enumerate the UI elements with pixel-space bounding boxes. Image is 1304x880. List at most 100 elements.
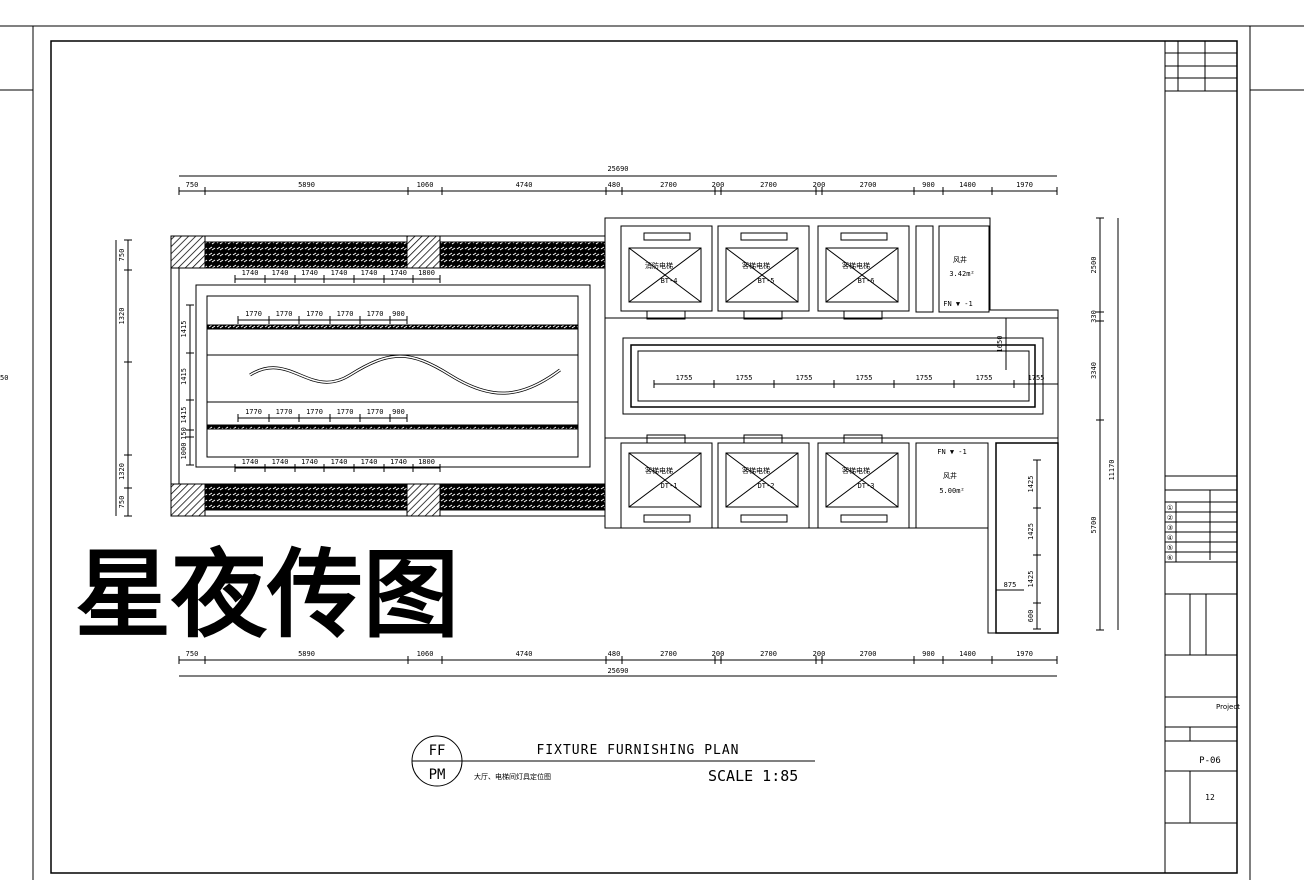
bottom-dimension-label: 2700	[660, 650, 677, 658]
top-dimension-label: 200	[813, 181, 826, 189]
top-dimension-label: 1970	[1016, 181, 1033, 189]
hall-inner-bottom-dimension-label: 1770	[306, 408, 323, 416]
elevator-code: DT-1	[661, 482, 678, 490]
bottom-dimension-label: 480	[608, 650, 621, 658]
hall-inner-top-dimension-label: 900	[392, 310, 405, 318]
hall-inner-top-dimension-label: 1770	[337, 310, 354, 318]
sheet-frame	[0, 25, 1304, 880]
elevator-name: 客梯电梯	[742, 466, 770, 475]
hall-bottom-dimension-label: 1740	[331, 458, 348, 466]
elevator-code: DT-2	[758, 482, 775, 490]
hall-inner-top-dimension-label: 1770	[306, 310, 323, 318]
corridor-dimension-label: 1755	[796, 374, 813, 382]
wing-horizontal-label: 875	[1004, 581, 1017, 589]
top-dimension-label: 2700	[760, 181, 777, 189]
title-chinese: 大厅、电梯间灯具定位图	[474, 772, 551, 781]
hall-top-dimension-label: 1740	[390, 269, 407, 277]
hall-bottom-dimension-label: 1800	[418, 458, 435, 466]
bottom-dimension-label: 750	[186, 650, 199, 658]
revision-marker: ①	[1167, 504, 1173, 512]
top-dimension-label: 2700	[660, 181, 677, 189]
scale-label: SCALE 1:85	[708, 767, 798, 785]
hall-inner-top-dimension-label: 1770	[245, 310, 262, 318]
hall-bottom-dimension-label: 1740	[301, 458, 318, 466]
hall-vertical-dimension-label: 1415	[180, 368, 188, 385]
bottom-dimension-label: 200	[712, 650, 725, 658]
corridor-vertical-label: 1650	[996, 336, 1004, 353]
hall-bottom-dimension-label: 1740	[242, 458, 259, 466]
drawing-number: P-06	[1199, 756, 1221, 766]
hall-bottom-dimension-label: 1740	[361, 458, 378, 466]
top-dimension-label: 2700	[860, 181, 877, 189]
shaft-area: 3.42m²	[949, 270, 974, 278]
hall-vertical-dimension-label: 1415	[180, 321, 188, 338]
elevator-lobby-plan	[604, 217, 1059, 634]
hall-top-dimension-label: 1740	[301, 269, 318, 277]
right-dimension-label: 2500	[1090, 257, 1098, 274]
elevator-name: 客梯电梯	[842, 261, 870, 270]
bottom-dimension-label: 4740	[516, 650, 533, 658]
top-dimension-label: 900	[922, 181, 935, 189]
right-dimension-label: 330	[1090, 310, 1098, 323]
elevator-code: DT-3	[858, 482, 875, 490]
elevator-door	[743, 434, 783, 444]
left-dimension-label: 1320	[118, 308, 126, 325]
watermark: 星夜传图	[75, 538, 459, 651]
lobby-plan	[170, 235, 606, 517]
bottom-dimension-label: 900	[922, 650, 935, 658]
project-label: Project	[1216, 703, 1240, 711]
elevator-name: 消防电梯	[645, 261, 673, 270]
elevator-dt-2: 客梯电梯 DT-2	[717, 434, 810, 529]
elevator-code: BT-4	[661, 277, 678, 285]
hall-top-dimension-label: 1740	[361, 269, 378, 277]
wing-dimension-label: 1425	[1027, 571, 1035, 588]
top-dimension-label: 200	[712, 181, 725, 189]
top-dimension-label: 1400	[959, 181, 976, 189]
left-dimension-label: 750	[118, 496, 126, 509]
overall-dimension-top: 25690	[607, 165, 628, 173]
elevator-name: 客梯电梯	[842, 466, 870, 475]
bottom-dimension-label: 1400	[959, 650, 976, 658]
wing-dimension-label: 600	[1027, 610, 1035, 623]
planter-strip	[204, 241, 606, 511]
elevator-bt-6: 客梯电梯 BT-6	[817, 225, 910, 320]
top-dimension-label: 4740	[516, 181, 533, 189]
hall-vertical-dimension-label: 1000	[180, 443, 188, 460]
hall-vertical-dimension-label: 1415	[180, 407, 188, 424]
top-dimension-label: 1060	[417, 181, 434, 189]
bottom-dimension-label: 2700	[760, 650, 777, 658]
left-dimension-label: 1320	[118, 463, 126, 480]
hall-inner-bottom-dimension-label: 1770	[337, 408, 354, 416]
sheet-number: 12	[1205, 793, 1215, 802]
right-dimension-label: 5700	[1090, 517, 1098, 534]
revision-marker: ②	[1167, 514, 1173, 522]
elevator-code: BT-5	[758, 277, 775, 285]
top-dimension-label: 480	[608, 181, 621, 189]
bottom-dimension-label: 1970	[1016, 650, 1033, 658]
elevator-dt-3: 客梯电梯 DT-3	[817, 434, 910, 529]
title-symbol-bottom: PM	[429, 767, 446, 783]
elevator-bt-4: 消防电梯 BT-4	[620, 225, 713, 320]
corridor-dimension-label: 1755	[1028, 374, 1045, 382]
bottom-dimension-label: 200	[813, 650, 826, 658]
shaft-tag: FN ▼ -1	[937, 448, 967, 456]
corridor-dimension-label: 1250	[0, 374, 8, 382]
shaft-name: 风井	[943, 471, 957, 480]
left-dimension-label: 750	[118, 249, 126, 262]
hall-top-dimension-label: 1740	[331, 269, 348, 277]
bottom-dimension-label: 5890	[298, 650, 315, 658]
hall-top-dimension-label: 1740	[272, 269, 289, 277]
top-dimension-label: 750	[186, 181, 199, 189]
elevator-name: 客梯电梯	[742, 261, 770, 270]
elevator-code: BT-6	[858, 277, 875, 285]
hall-vertical-dimension-label: 150	[180, 427, 188, 440]
corridor-dimension-label: 1755	[676, 374, 693, 382]
title-english: FIXTURE FURNISHING PLAN	[536, 743, 739, 758]
wing-dimension-label: 1425	[1027, 476, 1035, 493]
shaft-name: 风井	[953, 255, 967, 264]
wing-dimension-label: 1425	[1027, 523, 1035, 540]
corridor-dimension-label: 1755	[916, 374, 933, 382]
right-dimension-label: 3340	[1090, 362, 1098, 379]
